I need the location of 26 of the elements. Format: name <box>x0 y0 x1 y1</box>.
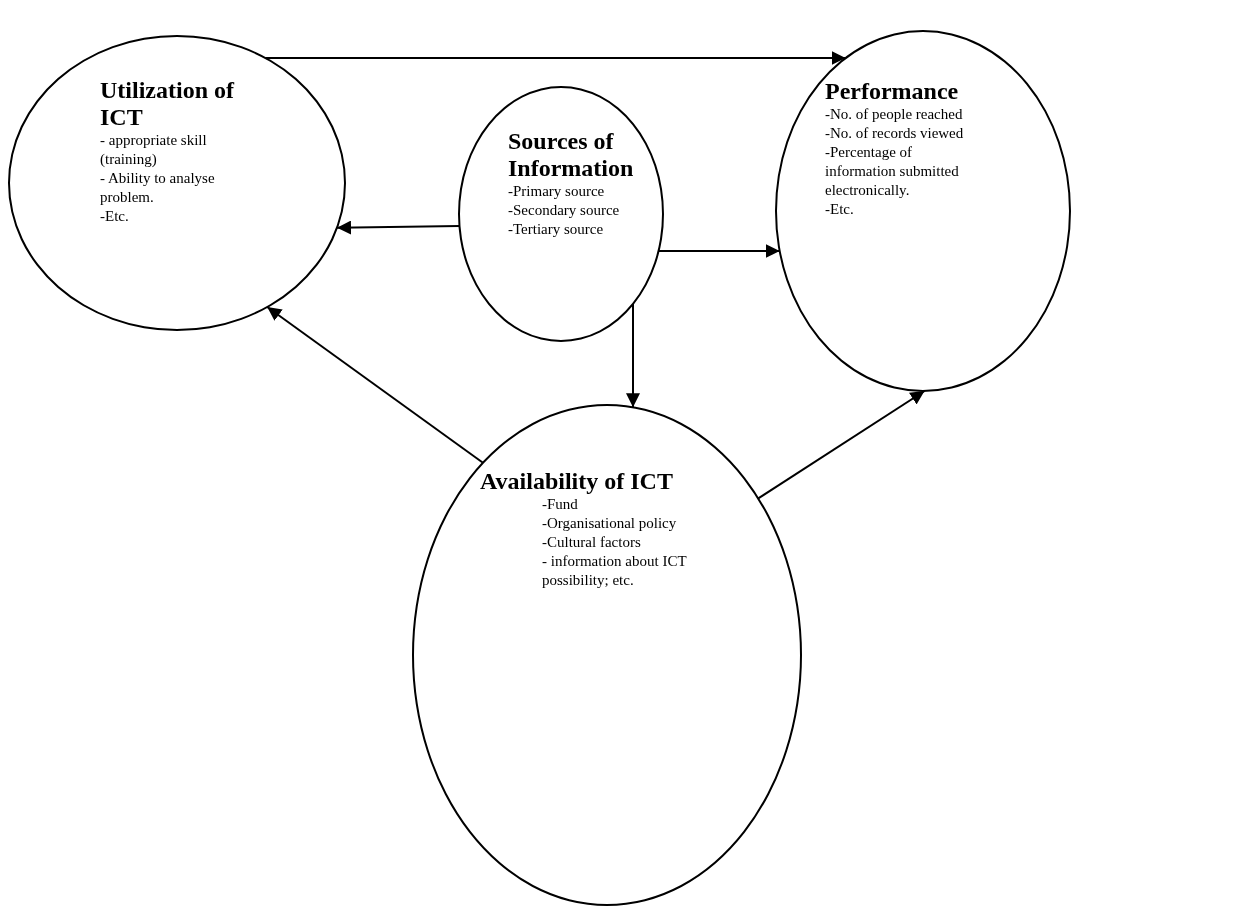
node-item: -Percentage of information submitted electronically. <box>825 143 960 200</box>
ellipse-node <box>458 86 664 342</box>
node-item: -No. of records viewed <box>825 124 965 143</box>
node-item: -Fund <box>541 495 579 514</box>
node-item: -Etc. <box>100 207 130 226</box>
node-item: - Ability to analyse problem. <box>100 169 216 207</box>
node-title: Utilization of ICT <box>100 77 236 131</box>
arrow <box>336 220 461 235</box>
arrow <box>657 244 781 258</box>
node-item: -No. of people reached <box>825 105 964 124</box>
ellipse-node <box>775 30 1071 392</box>
node-item: -Primary source <box>508 182 606 201</box>
node-item: -Organisational policy <box>541 514 678 533</box>
node-item: -Etc. <box>825 200 855 219</box>
node-item: -Tertiary source <box>508 220 605 239</box>
node-item: -Secondary source <box>508 201 621 220</box>
ellipse-node <box>412 404 802 906</box>
node-title: Sources of Information <box>508 128 635 182</box>
node-item: -Cultural factors <box>541 533 642 552</box>
node-item: - information about ICT possibility; etc. <box>541 552 688 590</box>
node-title: Availability of ICT <box>480 468 674 495</box>
ellipse-node <box>8 35 346 331</box>
arrow <box>266 306 484 464</box>
arrow <box>757 390 926 500</box>
node-title: Performance <box>825 78 960 105</box>
node-item: - appropriate skill (training) <box>100 131 208 169</box>
